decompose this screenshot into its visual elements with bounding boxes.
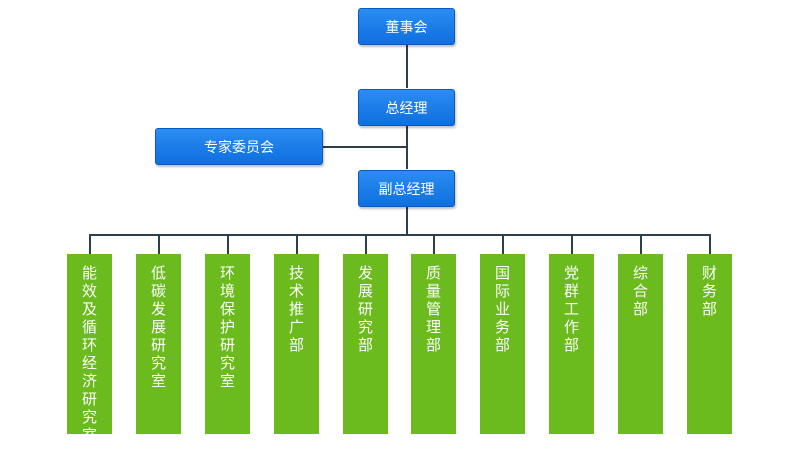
department-label: 发展研究部: [357, 264, 373, 354]
connector-board-gm: [406, 44, 408, 88]
department-label: 低碳发展研究室: [150, 264, 166, 390]
connector-dept-8: [571, 234, 573, 254]
connector-dept-7: [502, 234, 504, 254]
board-box: 董事会: [358, 8, 455, 45]
department-box-7: 国际业务部: [480, 254, 525, 434]
connector-deputy-bus: [406, 206, 408, 235]
connector-dept-5: [365, 234, 367, 254]
department-box-10: 财务部: [687, 254, 732, 434]
board-label: 董事会: [385, 19, 428, 36]
department-label: 能效及循环经济研究室: [81, 264, 97, 444]
department-box-2: 低碳发展研究室: [136, 254, 181, 434]
deputy-general-manager-label: 副总经理: [378, 181, 435, 198]
department-box-4: 技术推广部: [274, 254, 319, 434]
department-label: 国际业务部: [494, 264, 510, 354]
general-manager-label: 总经理: [385, 100, 428, 117]
connector-dept-9: [640, 234, 642, 254]
department-box-5: 发展研究部: [343, 254, 388, 434]
connector-dept-4: [296, 234, 298, 254]
connector-dept-1: [89, 234, 91, 254]
connector-dept-2: [158, 234, 160, 254]
deputy-general-manager-box: 副总经理: [358, 170, 455, 207]
expert-committee-label: 专家委员会: [204, 139, 274, 156]
department-label: 质量管理部: [425, 264, 441, 354]
department-label: 财务部: [701, 264, 717, 318]
connector-expert-committee: [322, 146, 408, 148]
department-box-3: 环境保护研究室: [205, 254, 250, 434]
general-manager-box: 总经理: [358, 89, 455, 126]
connector-dept-6: [433, 234, 435, 254]
department-label: 环境保护研究室: [219, 264, 235, 390]
department-label: 综合部: [632, 264, 648, 318]
department-box-8: 党群工作部: [549, 254, 594, 434]
department-box-9: 综合部: [618, 254, 663, 434]
department-box-1: 能效及循环经济研究室: [67, 254, 112, 444]
connector-dept-3: [227, 234, 229, 254]
department-label: 党群工作部: [563, 264, 579, 354]
department-box-6: 质量管理部: [411, 254, 456, 434]
connector-dept-10: [709, 234, 711, 254]
department-label: 技术推广部: [288, 264, 304, 354]
expert-committee-box: 专家委员会: [155, 128, 323, 165]
connector-horizontal-bus: [89, 234, 711, 236]
